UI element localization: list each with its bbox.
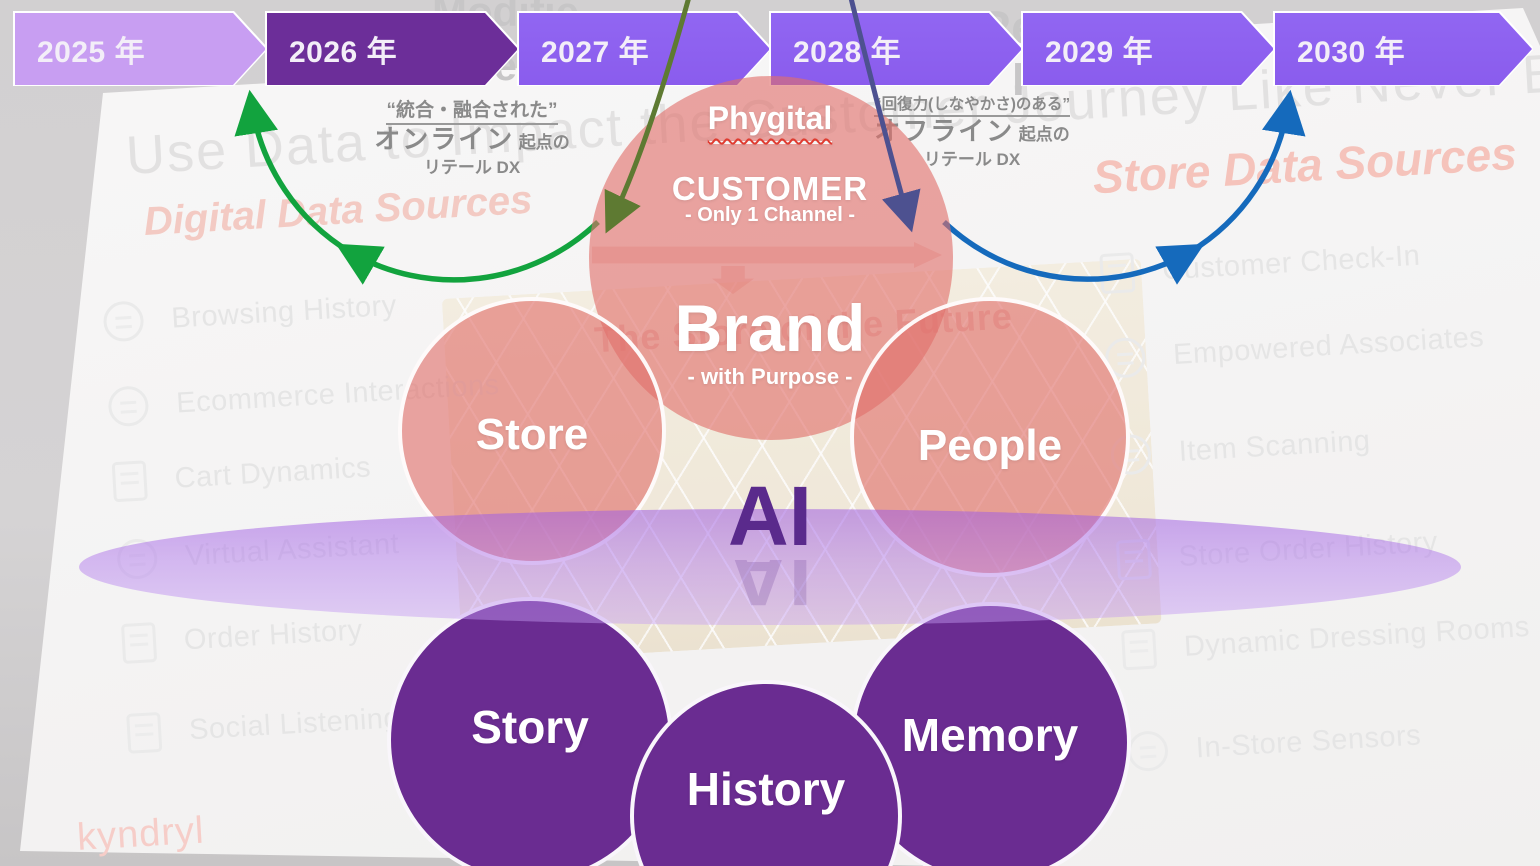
ai-band <box>79 509 1461 625</box>
ai-reflection: AI <box>728 560 812 618</box>
story-label: Story <box>471 701 589 753</box>
background-text-fragment: I <box>1012 53 1025 105</box>
ai-label: AI <box>728 469 812 563</box>
order-history-icon <box>120 622 158 664</box>
social-listening-icon <box>126 711 163 754</box>
annotation-online-retail-dx: “統合・融合された” オンライン 起点の リテール DX <box>374 100 570 177</box>
store-data-item: Customer Check-In <box>1099 236 1421 295</box>
with-purpose-label: - with Purpose - <box>687 364 853 389</box>
store-data-item: In-Store Sensors <box>1126 715 1422 773</box>
brand-label: Brand <box>674 291 866 365</box>
dressing-rooms-icon <box>1121 628 1158 671</box>
store-data-item: Dynamic Dressing Rooms <box>1121 607 1531 671</box>
customer-label: CUSTOMER <box>671 170 869 207</box>
digital-data-sources-heading: Digital Data Sources <box>142 177 534 245</box>
digital-data-item: Order History <box>120 610 364 664</box>
digital-data-item: Social Listening <box>126 698 401 754</box>
timeline-arrow-2026: 2026 年 <box>267 13 518 85</box>
customer-check-in-icon <box>1099 252 1136 295</box>
memory-label: Memory <box>901 709 1079 761</box>
timeline-arrow-2030: 2030 年 <box>1275 13 1532 85</box>
kyndryl-logo: kyndryl <box>76 809 206 859</box>
phygital-label: Phygital <box>670 100 870 144</box>
cart-dynamics-icon <box>111 460 148 503</box>
timeline-label: 2026 年 <box>289 36 398 69</box>
digital-data-item: Cart Dynamics <box>111 447 373 503</box>
only-one-channel-label: - Only 1 Channel - <box>684 204 856 226</box>
browsing-history-icon <box>102 300 145 343</box>
timeline-label: 2025 年 <box>37 36 146 69</box>
timeline-arrow-2025: 2025 年 <box>15 13 266 85</box>
timeline-label: 2028 年 <box>793 36 902 69</box>
timeline-label: 2030 年 <box>1297 36 1406 69</box>
story-circle <box>387 597 673 866</box>
timeline-label: 2027 年 <box>541 36 650 69</box>
in-store-sensors-icon <box>1126 730 1170 773</box>
digital-data-item: Browsing History <box>102 286 398 343</box>
history-label: History <box>686 763 846 815</box>
store-data-item: Empowered Associates <box>1104 317 1485 379</box>
store-data-sources-heading: Store Data Sources <box>1091 126 1519 204</box>
store-label: Store <box>475 410 589 459</box>
ecommerce-interactions-icon <box>107 385 150 428</box>
timeline-arrow-2029: 2029 年 <box>1023 13 1274 85</box>
timeline-label: 2029 年 <box>1045 36 1154 69</box>
timeline-arrow-2027: 2027 年 <box>519 13 770 85</box>
timeline-arrow-2028: 2028 年 <box>771 13 1022 85</box>
people-label: People <box>917 421 1063 470</box>
